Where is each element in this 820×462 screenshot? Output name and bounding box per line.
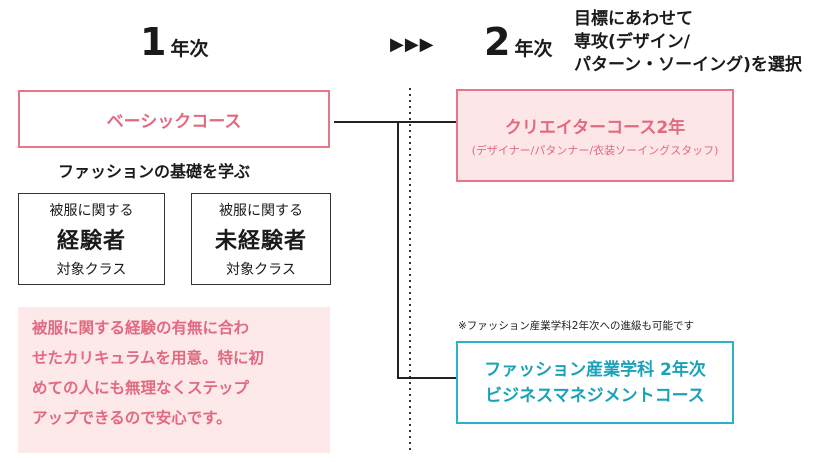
class-experienced-line3: 対象クラス xyxy=(56,261,127,278)
year1-label: 年次 xyxy=(170,38,209,60)
business-course-box: ファッション産業学科 2年次 ビジネスマネジメントコース xyxy=(456,341,734,424)
class-box-inexperienced: 被服に関する 未経験者 対象クラス xyxy=(191,193,331,285)
class-experienced-line1: 被服に関する xyxy=(49,202,134,219)
description-line-3: めての人にも無理なくステップ xyxy=(32,379,250,397)
year2-heading: 2 年次 xyxy=(484,20,552,64)
class-inexperienced-line3: 対象クラス xyxy=(226,261,296,278)
goal-text: 目標にあわせて 専攻(デザイン/ パターン・ソーイング)を選択 xyxy=(574,8,802,77)
class-inexperienced-line2: 未経験者 xyxy=(214,228,307,254)
description-line-4: アップできるので安心です。 xyxy=(32,409,232,427)
creator-course-title: クリエイターコース2年 xyxy=(504,118,686,138)
basic-course-box: ベーシックコース xyxy=(18,90,330,148)
business-course-line2: ビジネスマネジメントコース xyxy=(485,385,705,406)
creator-course-box: クリエイターコース2年 (デザイナー/パタンナー/衣装ソーイングスタッフ) xyxy=(456,89,734,182)
goal-line-3: パターン・ソーイング)を選択 xyxy=(574,55,802,75)
transfer-note: ※ファッション産業学科2年次への進級も可能です xyxy=(458,320,694,332)
year1-heading: 1 年次 xyxy=(140,20,208,64)
year2-number: 2 xyxy=(484,20,511,64)
description-line-1: 被服に関する経験の有無に合わ xyxy=(32,319,250,337)
curriculum-description: 被服に関する経験の有無に合わ せたカリキュラムを用意。特に初 めての人にも無理な… xyxy=(18,307,330,453)
class-box-experienced: 被服に関する 経験者 対象クラス xyxy=(18,193,165,285)
class-inexperienced-line1: 被服に関する xyxy=(219,202,303,219)
basic-course-label: ベーシックコース xyxy=(106,111,242,132)
business-course-line1: ファッション産業学科 2年次 xyxy=(484,359,706,380)
class-experienced-line2: 経験者 xyxy=(56,228,126,254)
foundation-heading: ファッションの基礎を学ぶ xyxy=(58,162,251,181)
creator-course-subtitle: (デザイナー/パタンナー/衣装ソーイングスタッフ) xyxy=(471,144,719,157)
year1-number: 1 xyxy=(140,20,167,64)
description-line-2: せたカリキュラムを用意。特に初 xyxy=(32,349,265,367)
progress-arrows: ▶▶▶ xyxy=(390,34,435,55)
goal-line-2: 専攻(デザイン/ xyxy=(574,32,690,52)
year2-label: 年次 xyxy=(514,38,553,60)
goal-line-1: 目標にあわせて xyxy=(574,9,693,29)
